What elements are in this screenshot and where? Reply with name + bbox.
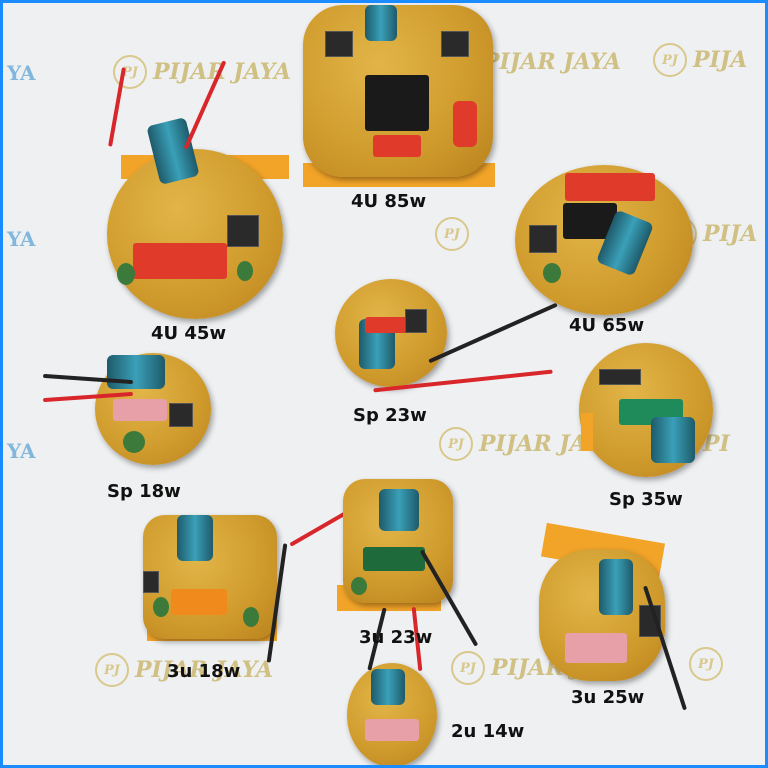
- chip: [441, 31, 469, 57]
- resistor: [453, 101, 477, 147]
- component: [243, 607, 259, 627]
- watermark-edge-left-mid: YA: [7, 227, 36, 251]
- board-sp35: [579, 343, 713, 477]
- watermark-pijar-jaya-5: PJ PIJAR JAYA: [95, 653, 273, 687]
- coil: [363, 547, 425, 571]
- component: [117, 263, 135, 285]
- board-2u14: [347, 663, 437, 765]
- watermark-logo-mid: PJ: [435, 217, 469, 251]
- watermark-pijar-jaya-3: PJ PIJA: [653, 43, 747, 77]
- watermark-pijar-jaya-1: PJ PIJAR JAYA: [113, 55, 291, 89]
- coil: [565, 633, 627, 663]
- board-4u85: [303, 5, 493, 177]
- coil: [133, 243, 227, 279]
- chip: [599, 369, 641, 385]
- logo-icon: PJ: [95, 653, 129, 687]
- label-3u-25w: 3u 25w: [571, 687, 645, 708]
- label-sp-35w: Sp 35w: [609, 489, 683, 510]
- chip: [143, 571, 159, 593]
- logo-icon: PJ: [439, 427, 473, 461]
- label-3u-18w: 3u 18w: [167, 661, 241, 682]
- logo-icon: PJ: [435, 217, 469, 251]
- board-4u45: [107, 117, 283, 319]
- logo-icon: PJ: [451, 651, 485, 685]
- watermark-edge-left-top: YA: [7, 61, 36, 85]
- coil: [565, 173, 655, 201]
- watermark-brand: PIJAR JAYA: [135, 657, 274, 683]
- logo-icon: PJ: [653, 43, 687, 77]
- component: [351, 577, 367, 595]
- coil: [373, 135, 421, 157]
- label-sp-23w: Sp 23w: [353, 405, 427, 426]
- coil: [365, 317, 415, 333]
- transformer: [365, 75, 429, 131]
- capacitor: [365, 5, 397, 41]
- coil: [113, 399, 167, 421]
- watermark-pijar-jaya-2: PIJAR JAYA: [483, 49, 621, 75]
- board-3u18: [143, 515, 277, 639]
- coil: [171, 589, 227, 615]
- capacitor: [107, 355, 165, 389]
- logo-icon: PJ: [113, 55, 147, 89]
- chip: [529, 225, 557, 253]
- board-sp35-tab: [581, 413, 593, 451]
- label-3u-23w: 3u 23w: [359, 627, 433, 648]
- capacitor: [177, 515, 213, 561]
- label-sp-18w: Sp 18w: [107, 481, 181, 502]
- label-4u-65w: 4U 65w: [569, 315, 645, 336]
- watermark-edge-left-low: YA: [7, 439, 36, 463]
- watermark-edge-right: PIJA: [703, 221, 758, 247]
- coil: [365, 719, 419, 741]
- chip: [227, 215, 259, 247]
- capacitor: [599, 559, 633, 615]
- watermark-edge-right: PIJA: [693, 47, 748, 73]
- board-3u25: [539, 549, 665, 681]
- logo-icon: PJ: [689, 647, 723, 681]
- component: [153, 597, 169, 617]
- component: [123, 431, 145, 453]
- watermark-logo-br: PJ: [689, 647, 723, 681]
- label-2u-14w: 2u 14w: [451, 721, 525, 742]
- chip: [405, 309, 427, 333]
- capacitor: [379, 489, 419, 531]
- capacitor: [371, 669, 405, 705]
- component: [543, 263, 561, 283]
- board-3u23: [343, 479, 453, 603]
- component: [237, 261, 253, 281]
- chip: [169, 403, 193, 427]
- wire-black: [428, 302, 558, 364]
- label-4u-85w: 4U 85w: [351, 191, 427, 212]
- board-sp23: [335, 279, 447, 387]
- board-sp18: [95, 353, 211, 465]
- watermark-brand: PIJAR JAYA: [483, 49, 622, 75]
- capacitor: [651, 417, 695, 463]
- board-4u65: [515, 165, 693, 315]
- label-4u-45w: 4U 45w: [151, 323, 227, 344]
- chip: [325, 31, 353, 57]
